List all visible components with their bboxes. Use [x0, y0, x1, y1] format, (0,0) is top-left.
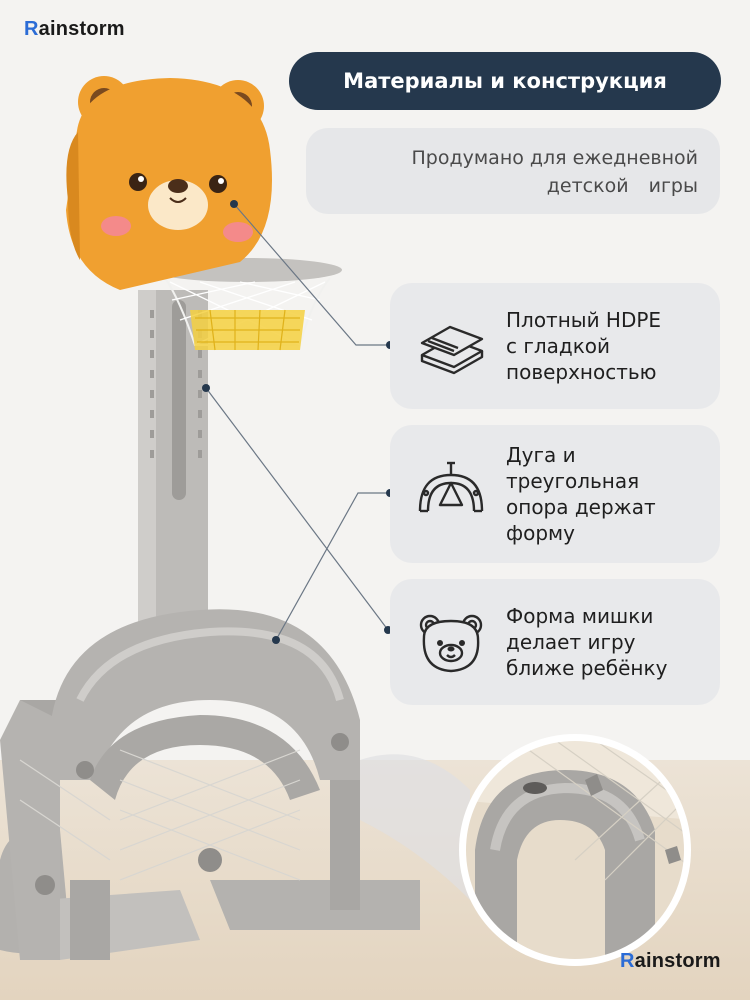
subtitle-box: Продумано для ежедневной детской игры [306, 128, 720, 214]
feature-card-bear: Форма мишки делает игру ближе ребёнку [390, 579, 720, 705]
section-title-text: Материалы и конструкция [343, 69, 667, 93]
brand-logo-top: Rainstorm [24, 18, 125, 41]
brand-logo-bottom: Rainstorm [620, 950, 721, 973]
layered-sheets-icon [420, 325, 484, 375]
detail-zoom-inset [459, 734, 691, 966]
feature-text-hdpe: Плотный HDPE с гладкой поверхностью [506, 308, 662, 384]
brand-initial: R [24, 18, 39, 40]
subtitle-line-2: детской игры [546, 175, 698, 197]
feature-text-bear: Форма мишки делает игру ближе ребёнку [506, 604, 668, 680]
brand-rest: ainstorm [634, 950, 721, 972]
feature-card-arch: Дуга и треугольная опора держат форму [390, 425, 720, 563]
section-title: Материалы и конструкция [289, 52, 721, 110]
subtitle-line-1: Продумано для ежедневной [411, 147, 698, 169]
feature-text-arch: Дуга и треугольная опора держат форму [506, 443, 656, 545]
brand-initial: R [620, 950, 635, 972]
feature-card-hdpe: Плотный HDPE с гладкой поверхностью [390, 283, 720, 409]
brand-rest: ainstorm [38, 18, 125, 40]
arch-tripod-icon [418, 461, 484, 513]
bear-face-icon [419, 614, 483, 673]
